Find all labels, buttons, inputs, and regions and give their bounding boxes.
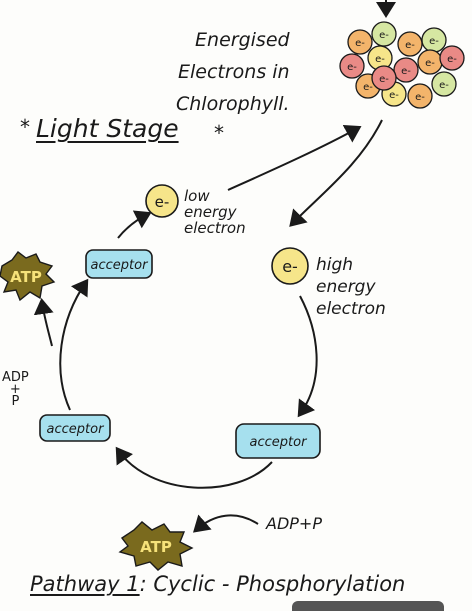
star-icon-left: * [20, 115, 30, 139]
energised-line-1: Energised [195, 29, 290, 51]
pathway-name: : Cyclic - Phosphorylation [139, 572, 406, 596]
electron-dot [431, 71, 457, 97]
electron-dot-symbol: e- [379, 74, 389, 85]
electron-dot-symbol: e- [415, 92, 425, 103]
pathway-caption: Pathway 1: Cyclic - Phosphorylation [30, 572, 405, 596]
low-energy-electron: e- [145, 184, 179, 218]
svg-text:ATP: ATP [140, 538, 172, 556]
adp-p-left-label: ADP + P [2, 370, 29, 409]
svg-text:ATP: ATP [10, 268, 42, 286]
arrow-adp-to-atp-bottom [193, 514, 259, 533]
electron-dot-symbol: e- [447, 54, 457, 65]
arrow-chlorophyll-to-high [289, 119, 383, 227]
arrow-acceptor-left-to-top [59, 278, 89, 411]
arrow-acceptor-to-low [117, 210, 152, 239]
arrow-high-to-acceptor [297, 295, 318, 418]
electron-dot-symbol: e- [439, 80, 449, 91]
title-text: Light Stage [36, 114, 179, 143]
diagram-title: Light Stage [36, 114, 179, 143]
electron-dot [339, 53, 365, 79]
electron-dot [407, 83, 433, 109]
electron-dot-symbol: e- [347, 62, 357, 73]
electron-dot-symbol: e- [389, 90, 399, 101]
atp-badge-left: ATP [0, 251, 56, 302]
energised-line-3: Chlorophyll. [176, 93, 290, 115]
arrow-low-to-chlorophyll [227, 125, 362, 191]
electron-dot [393, 57, 419, 83]
electron-dot-symbol: e- [425, 58, 435, 69]
electron-symbol: e- [155, 193, 170, 211]
high-energy-label: high energy electron [316, 255, 386, 319]
electron-dot [347, 29, 373, 55]
electron-dot-symbol: e- [405, 40, 415, 51]
electron-dot-symbol: e- [375, 54, 385, 65]
electron-dot-symbol: e- [429, 36, 439, 47]
pathway-number: Pathway 1 [30, 572, 140, 596]
adp-p-right-label: ADP+P [266, 514, 322, 533]
bottom-edge-bar [292, 601, 444, 611]
electron-cluster: e-e-e-e-e-e-e-e-e-e-e-e-e-e- [339, 21, 465, 109]
acceptor-box-top: acceptor [85, 249, 153, 279]
electron-dot-symbol: e- [355, 38, 365, 49]
svg-text:acceptor: acceptor [47, 422, 106, 437]
electron-dot [371, 65, 397, 91]
arrow-acceptor-right-to-left [115, 446, 273, 489]
low-energy-label: low energy electron [184, 187, 246, 237]
acceptor-box-left: acceptor [39, 414, 111, 442]
electron-dot-symbol: e- [401, 66, 411, 77]
acceptor-box-right: acceptor [235, 423, 321, 459]
electron-symbol: e- [282, 257, 298, 276]
electron-dot [439, 45, 465, 71]
electron-dot-symbol: e- [363, 82, 373, 93]
arrow-adp-to-atp-left [33, 298, 54, 347]
energised-electrons-label: Energised Electrons in Chlorophyll. [176, 24, 290, 120]
svg-text:acceptor: acceptor [91, 258, 150, 273]
high-energy-electron: e- [271, 247, 309, 285]
energised-line-2: Electrons in [177, 61, 290, 83]
star-icon-right: * [214, 121, 224, 145]
atp-badge-bottom: ATP [118, 521, 194, 571]
svg-text:acceptor: acceptor [250, 435, 309, 450]
electron-dot-symbol: e- [379, 30, 389, 41]
